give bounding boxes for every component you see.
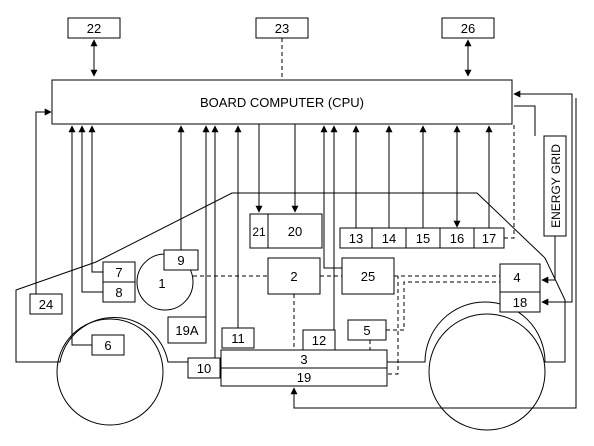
label-13: 13 bbox=[349, 231, 363, 246]
front-wheel bbox=[56, 318, 164, 426]
box-19 bbox=[220, 367, 388, 387]
label-10: 10 bbox=[197, 361, 211, 376]
label-9: 9 bbox=[177, 253, 184, 268]
link-cpu-grid bbox=[514, 105, 536, 136]
label-11: 11 bbox=[231, 331, 245, 346]
link-24-cpu bbox=[35, 108, 52, 294]
link-7-cpu bbox=[88, 125, 103, 273]
label-3: 3 bbox=[300, 352, 307, 367]
box-22 bbox=[67, 17, 121, 39]
link-25-cpu bbox=[320, 125, 342, 269]
label-18: 18 bbox=[513, 295, 527, 310]
box-25 bbox=[341, 257, 395, 295]
label-19: 19 bbox=[297, 370, 311, 385]
label-22: 22 bbox=[87, 21, 101, 36]
link-19-4 bbox=[388, 276, 399, 375]
link-cpu-19 bbox=[290, 98, 577, 409]
link-8-cpu bbox=[78, 125, 103, 293]
label-17: 17 bbox=[482, 231, 496, 246]
label-7: 7 bbox=[115, 265, 122, 280]
label-4: 4 bbox=[513, 270, 520, 285]
label-12: 12 bbox=[312, 333, 326, 348]
link-6-cpu bbox=[68, 125, 92, 346]
link-5-4 bbox=[386, 281, 500, 331]
label-15: 15 bbox=[416, 231, 430, 246]
box-26 bbox=[441, 17, 495, 39]
label-21: 21 bbox=[252, 225, 266, 239]
box-19a bbox=[167, 316, 207, 344]
link-grid-4 bbox=[541, 236, 556, 284]
label-16: 16 bbox=[450, 231, 464, 246]
box-24 bbox=[29, 293, 63, 315]
label-1: 1 bbox=[158, 276, 165, 291]
label-19a: 19A bbox=[175, 323, 198, 338]
label-24: 24 bbox=[39, 297, 53, 312]
cpu-box bbox=[51, 79, 513, 125]
label-14: 14 bbox=[382, 231, 396, 246]
label-25: 25 bbox=[361, 269, 375, 284]
label-2: 2 bbox=[290, 269, 297, 284]
label-6: 6 bbox=[104, 338, 111, 353]
box-20 bbox=[267, 213, 323, 249]
rear-wheel bbox=[428, 313, 546, 431]
label-23: 23 bbox=[275, 21, 289, 36]
label-26: 26 bbox=[461, 21, 475, 36]
label-5: 5 bbox=[363, 323, 370, 338]
energy-grid-label: ENERGY GRID bbox=[549, 144, 563, 228]
box-10 bbox=[187, 357, 221, 379]
label-8: 8 bbox=[115, 285, 122, 300]
link-cpu-18 bbox=[513, 90, 573, 306]
box-2 bbox=[267, 257, 321, 295]
label-20: 20 bbox=[288, 224, 302, 239]
cpu-label: BOARD COMPUTER (CPU) bbox=[200, 95, 364, 110]
